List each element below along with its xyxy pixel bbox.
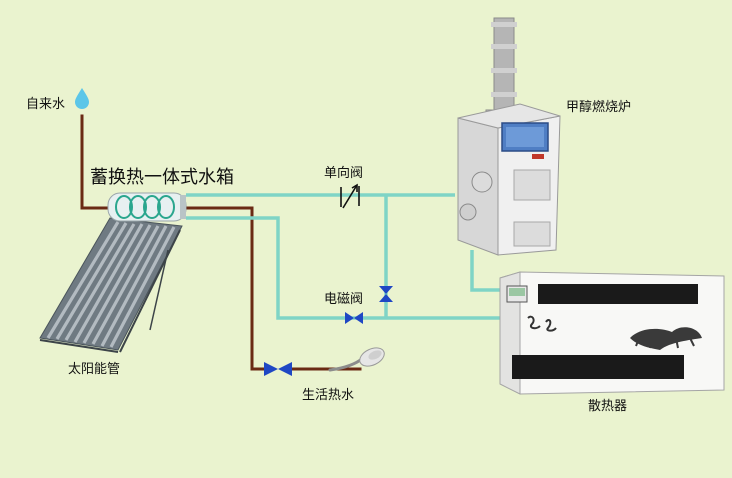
radiator-label: 散热器 <box>588 399 628 414</box>
hot-water-pipe <box>184 206 274 371</box>
hot-water-valve-icon <box>264 362 292 376</box>
boiler <box>457 17 561 256</box>
check-valve-icon <box>340 183 360 209</box>
solar-collector <box>39 217 183 353</box>
boiler-radiator-pipe <box>470 250 504 292</box>
tap-water-pipe <box>80 114 112 210</box>
boiler-label: 甲醇燃烧炉 <box>566 100 632 115</box>
check-valve-label: 单向阀 <box>324 166 364 181</box>
return-pipe <box>186 216 500 320</box>
solenoid-valve-icon <box>379 286 393 302</box>
tank-label: 蓄换热一体式水箱 <box>90 167 234 188</box>
solenoid-valve-label: 电磁阀 <box>324 292 364 307</box>
shower-head-icon <box>328 347 385 372</box>
radiator <box>499 271 725 395</box>
tap-water-label: 自来水 <box>26 97 66 112</box>
water-drop-icon <box>75 88 89 109</box>
return-valve-icon <box>345 312 363 324</box>
horse-painting <box>527 315 702 350</box>
hot-water-label: 生活热水 <box>302 388 355 403</box>
storage-tank <box>107 192 187 222</box>
solar-tube-label: 太阳能管 <box>68 362 121 377</box>
